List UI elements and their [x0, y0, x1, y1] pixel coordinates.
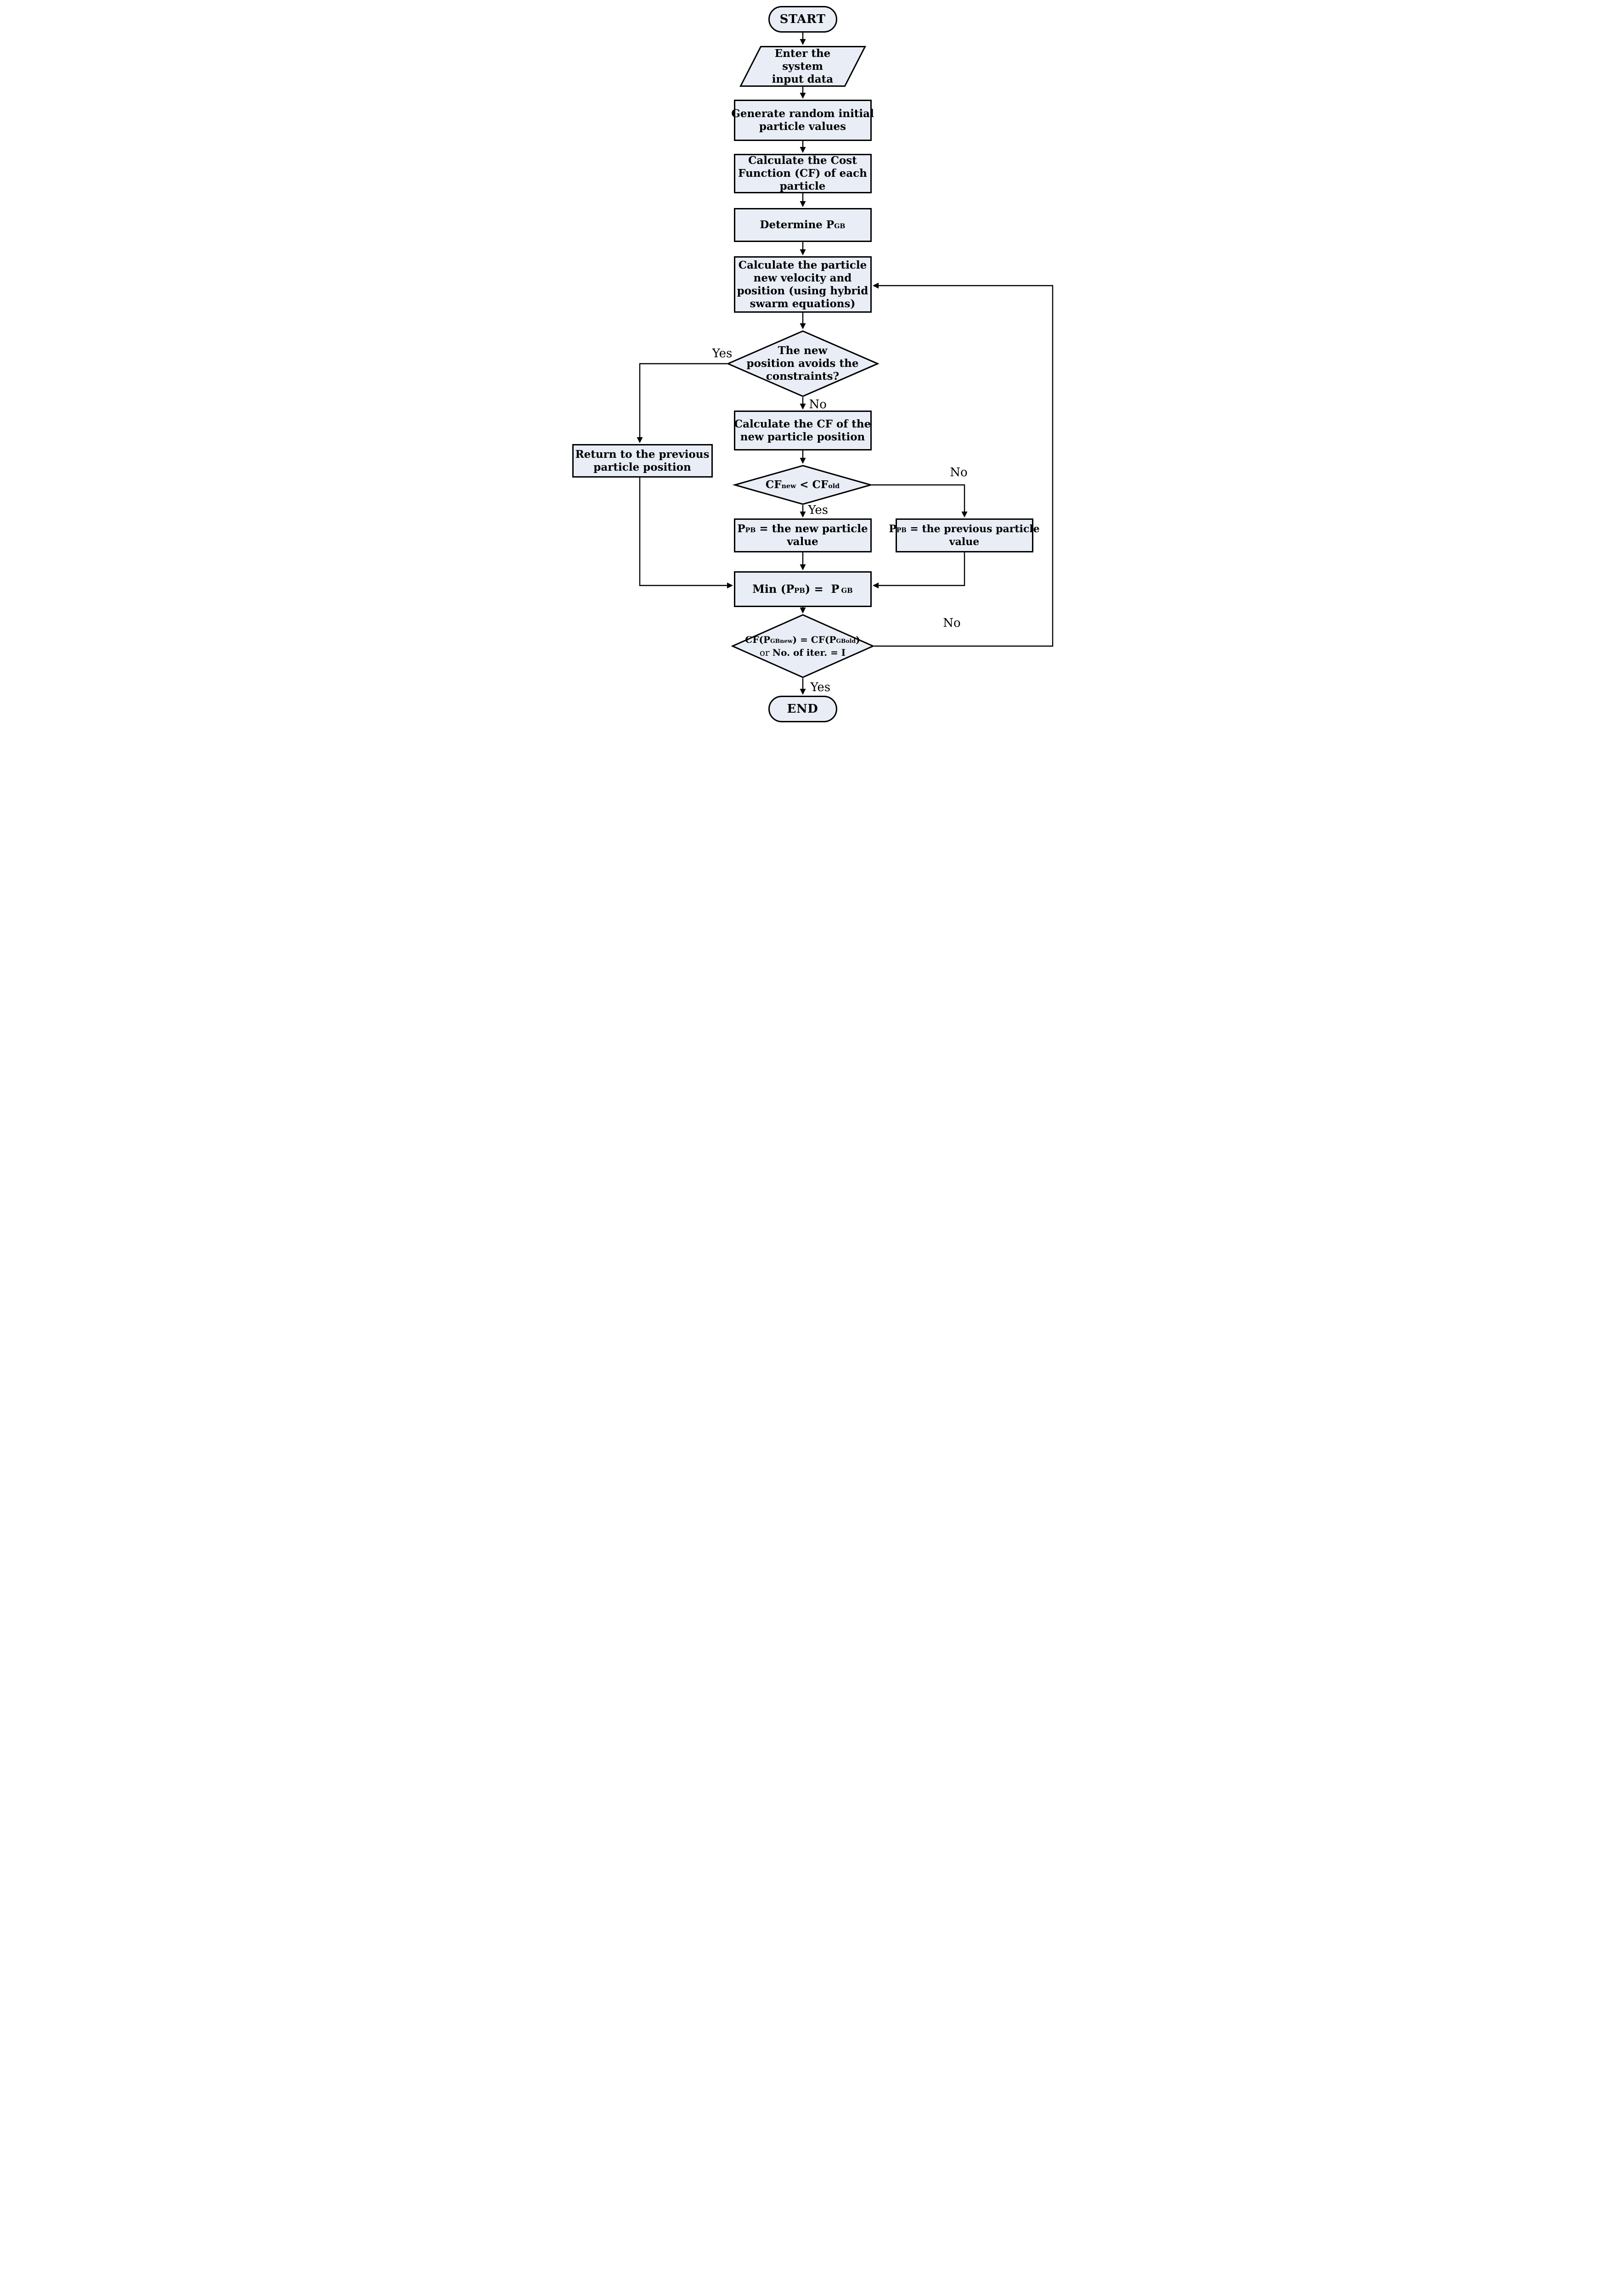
node-text-line: Determine PGB: [760, 219, 846, 231]
process-ppb-previous-value: PPB = the previous particle value: [889, 518, 1040, 552]
subscript-pb: PB: [794, 586, 805, 595]
edge-label-constraints-yes: Yes: [712, 347, 733, 360]
edge-label-compare-yes: Yes: [808, 503, 829, 517]
subscript-pb: PB: [745, 527, 756, 534]
text-segment: CF(P: [745, 634, 771, 645]
input-parallelogram: Enter the system input data: [739, 46, 866, 87]
text-segment: < CF: [796, 478, 829, 491]
text-segment: = the new particle: [756, 523, 868, 535]
edge-ppbprev-to-min: [872, 552, 965, 589]
node-text-line: value: [787, 535, 818, 548]
node-text-line: Calculate the particle: [738, 259, 867, 271]
node-text: CF(PGBnew) = CF(PGBold) or No. of iter. …: [732, 614, 874, 678]
decision-termination: CF(PGBnew) = CF(PGBold) or No. of iter. …: [730, 614, 875, 678]
node-text: The new position avoids the constraints?: [727, 330, 879, 397]
text-segment: ) = P: [805, 582, 840, 596]
diamond-shape: [726, 330, 880, 397]
process-calculate-cf-new-position: Calculate the CF of the new particle pos…: [733, 411, 872, 450]
node-text-line: value: [949, 536, 980, 548]
subscript-gb: GB: [841, 586, 853, 595]
start-terminator: START: [768, 6, 837, 33]
node-text-line: CFnew < CFold: [766, 478, 840, 491]
subscript-gbnew: GBnew: [770, 637, 793, 644]
text-segment: ) = CF(P: [792, 634, 836, 645]
node-text-line: new velocity and: [753, 271, 852, 284]
process-return-previous-position: Return to the previous particle position: [572, 444, 713, 478]
node-text-line: or No. of iter. = I: [760, 646, 846, 659]
process-determine-pgb: Determine PGB: [733, 208, 872, 242]
text-segment: P: [737, 523, 745, 535]
subscript-new: new: [781, 483, 796, 490]
edge-return-to-min: [639, 478, 733, 589]
node-text-line: START: [779, 12, 826, 26]
node-text-line: swarm equations): [750, 297, 856, 310]
subscript-gb: GB: [834, 223, 846, 230]
node-text: CFnew < CFold: [734, 465, 872, 505]
text-segment: = the previous particle: [906, 523, 1040, 535]
edge-label-terminate-no: No: [943, 616, 961, 630]
node-text-line: PPB = the previous particle: [889, 523, 1039, 535]
edge-label-constraints-no: No: [809, 398, 827, 411]
subscript-gbold: GBold: [836, 637, 856, 644]
end-terminator: END: [768, 696, 837, 722]
node-text-line: Generate random initial: [731, 107, 874, 120]
node-text-line: Function (CF) of each: [738, 167, 867, 180]
flowchart-canvas: START Enter the system input data Genera…: [568, 0, 1056, 724]
node-text-line: position avoids the: [746, 357, 859, 370]
parallelogram-shape: [739, 46, 866, 87]
node-text-line: system: [782, 60, 823, 73]
node-text-line: new particle position: [740, 430, 865, 443]
diamond-shape: [730, 614, 875, 678]
diamond-shape: [732, 465, 873, 505]
node-text-line: Calculate the Cost: [748, 154, 857, 167]
subscript-pb: PB: [896, 527, 907, 534]
edge-label-terminate-yes: Yes: [810, 681, 831, 694]
text-segment: Determine P: [760, 219, 835, 231]
node-text-line: particle: [779, 180, 826, 192]
node-text-line: END: [787, 702, 818, 716]
node-text-line: Return to the previous: [575, 448, 710, 461]
text-segment: P: [889, 523, 897, 535]
decision-cf-compare: CFnew < CFold: [732, 465, 873, 505]
node-text-line: input data: [772, 73, 834, 85]
node-text-line: The new: [778, 344, 828, 357]
node-text-line: CF(PGBnew) = CF(PGBold): [745, 633, 860, 646]
node-text-line: constraints?: [766, 370, 840, 383]
node-text-line: Calculate the CF of the: [734, 417, 871, 430]
node-text-line: particle values: [759, 120, 846, 133]
text-segment: Min (P: [752, 582, 795, 596]
text-segment: ): [856, 634, 860, 645]
process-update-velocity-position: Calculate the particle new velocity and …: [733, 256, 872, 313]
edge-label-compare-no: No: [950, 466, 968, 479]
node-text-line: position (using hybrid: [737, 284, 868, 297]
process-generate-particles: Generate random initial particle values: [731, 100, 874, 141]
node-text-line: PPB = the new particle: [737, 523, 868, 535]
text-segment: No. of iter. = I: [772, 647, 846, 658]
text-segment: or: [759, 647, 773, 658]
decision-constraints: The new position avoids the constraints?: [726, 330, 880, 397]
text-segment: CF: [765, 478, 782, 491]
process-ppb-new-value: PPB = the new particle value: [733, 518, 872, 552]
node-text-line: Enter the: [774, 47, 831, 60]
node-text: Enter the system input data: [740, 46, 866, 87]
subscript-old: old: [828, 483, 840, 490]
edge-compare-no-to-ppbprev: [871, 484, 968, 518]
process-calculate-cost-function: Calculate the Cost Function (CF) of each…: [733, 154, 872, 193]
edge-constraints-yes-to-return: [636, 363, 727, 443]
node-text-line: particle position: [593, 461, 691, 473]
